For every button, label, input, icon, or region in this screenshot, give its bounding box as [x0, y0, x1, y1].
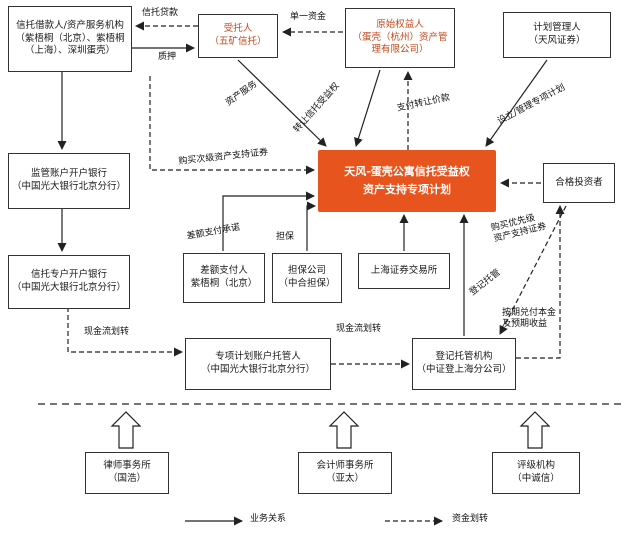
box-law-firm: 律师事务所 （国浩）	[85, 452, 169, 494]
label-transfer-rights: 转让信托受益权	[292, 81, 342, 135]
box-accounting-firm: 会计师事务所 （亚太）	[298, 452, 392, 494]
box-plan-custodian: 专项计划账户托管人 （中国光大银行北京分行）	[185, 338, 331, 390]
box-guarantor: 担保公司 （中合担保）	[272, 253, 342, 303]
label-guarantee: 担保	[276, 232, 295, 242]
hollow-arrow-rating	[519, 411, 551, 449]
label-cash-transfer-left: 现金流划转	[84, 327, 130, 337]
legend-solid-label: 业务关系	[250, 514, 287, 524]
arrow-guarantee	[306, 201, 316, 251]
box-trustee: 受托人 （五矿信托）	[198, 14, 278, 58]
label-registration: 登记托管	[468, 267, 503, 298]
box-stock-exchange: 上海证券交易所	[358, 253, 450, 289]
box-trust-account-bank: 信托专户开户银行 （中国光大银行北京分行）	[8, 255, 130, 309]
hollow-arrow-accountant	[328, 411, 360, 449]
label-asset-service: 资产服务	[224, 79, 260, 109]
box-trust-borrower: 信托借款人/资产服务机构（紫梧桐（北京）、紫梧桐（上海）、深圳蛋壳）	[8, 6, 132, 72]
label-repay: 按期兑付本金 及预期收益	[502, 308, 557, 330]
label-pledge: 质押	[158, 52, 177, 62]
label-buy-sub: 购买次级资产支持证券	[178, 147, 269, 167]
label-setup-manage: 设立/管理专项计划	[496, 82, 567, 127]
label-buy-senior: 购买优先级 资产支持证券	[490, 213, 548, 245]
label-single-fund: 单一资金	[290, 12, 327, 22]
legend-dashed-label: 资金划转	[452, 514, 489, 524]
hollow-arrow-law	[110, 411, 142, 449]
box-abs-plan: 天风-蛋壳公寓信托受益权 资产支持专项计划	[318, 150, 496, 212]
box-plan-manager: 计划管理人 （天风证券）	[503, 12, 611, 58]
label-cash-transfer-right: 现金流划转	[336, 324, 382, 334]
label-trust-loan: 信托贷款	[142, 8, 179, 18]
arrow-transfer-rights	[354, 69, 381, 147]
box-supervision-bank: 监管账户开户银行 （中国光大银行北京分行）	[8, 153, 130, 209]
label-shortfall-commit: 差额支付承诺	[186, 222, 241, 242]
box-rating-agency: 评级机构 （中诚信）	[492, 452, 580, 494]
box-qualified-investors: 合格投资者	[543, 163, 615, 203]
label-pay-price: 支付转让价款	[396, 92, 451, 114]
box-shortfall-payer: 差额支付人 紫梧桐（北京）	[183, 253, 265, 303]
box-originator: 原始权益人 （蛋壳（杭州）资产管理有限公司）	[345, 8, 455, 68]
box-registrar: 登记托管机构 （中证登上海分公司）	[412, 338, 516, 390]
